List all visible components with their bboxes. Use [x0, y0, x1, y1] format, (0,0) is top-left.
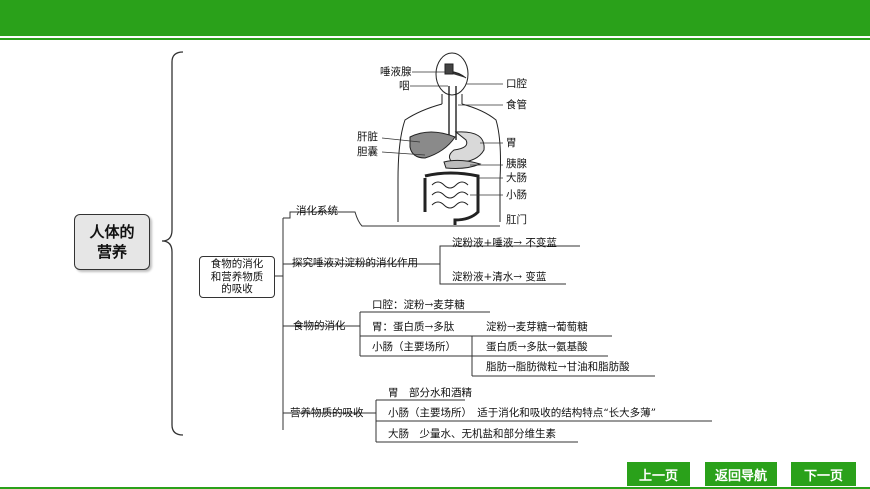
root-line2: 营养: [96, 243, 127, 261]
si-item-fat: 脂肪→脂肪微粒→甘油和脂肪酸: [486, 361, 630, 373]
top-banner: [0, 0, 870, 36]
absorption-stomach: 胃 部分水和酒精: [388, 387, 472, 399]
branch-line1: 食物的消化: [210, 258, 264, 271]
root-line1: 人体的: [89, 223, 135, 241]
label-stomach: 胃: [506, 137, 517, 149]
label-mouth: 口腔: [506, 78, 527, 90]
label-anus: 肛门: [506, 214, 527, 226]
label-pancreas: 胰腺: [506, 158, 527, 170]
digestion-mouth: 口腔：淀粉→麦芽糖: [372, 299, 465, 311]
digestion-small-intestine: 小肠（主要场所）: [372, 341, 456, 353]
label-salivary-gland: 唾液腺: [380, 66, 412, 78]
si-item-protein: 蛋白质→多肽→氨基酸: [486, 341, 588, 353]
label-esophagus: 食管: [506, 99, 527, 111]
root-node: 人体的 营养: [74, 214, 150, 270]
label-large-intestine: 大肠: [506, 172, 527, 184]
si-item-starch: 淀粉→麦芽糖→葡萄糖: [486, 321, 588, 333]
top-divider: [0, 38, 870, 40]
absorption-large-intestine: 大肠 少量水、无机盐和部分维生素: [388, 428, 556, 440]
digestive-system-label: 消化系统: [296, 205, 338, 217]
prev-page-button[interactable]: 上一页: [627, 462, 690, 486]
bottom-divider: [0, 487, 870, 489]
digestion-stomach: 胃：蛋白质→多肽: [372, 321, 455, 333]
experiment-result-2: 淀粉液+清水→ 变蓝: [452, 271, 547, 283]
label-gallbladder: 胆囊: [357, 146, 378, 158]
experiment-label: 探究唾液对淀粉的消化作用: [292, 257, 418, 269]
experiment-result-1: 淀粉液+唾液→ 不变蓝: [452, 237, 557, 249]
absorption-label: 营养物质的吸收: [290, 407, 364, 419]
digestion-label: 食物的消化: [293, 320, 346, 332]
branch-node: 食物的消化 和营养物质 的吸收: [199, 256, 275, 298]
label-pharynx: 咽: [399, 80, 410, 92]
back-to-nav-button[interactable]: 返回导航: [705, 462, 777, 486]
label-small-intestine: 小肠: [506, 189, 527, 201]
branch-line3: 的吸收: [221, 283, 253, 296]
digestive-system-illustration: [397, 52, 501, 225]
label-liver: 肝脏: [357, 131, 378, 143]
branch-line2: 和营养物质: [210, 270, 264, 283]
absorption-small-intestine: 小肠（主要场所） 适于消化和吸收的结构特点“长大多薄”: [388, 407, 656, 419]
next-page-button[interactable]: 下一页: [791, 462, 856, 486]
